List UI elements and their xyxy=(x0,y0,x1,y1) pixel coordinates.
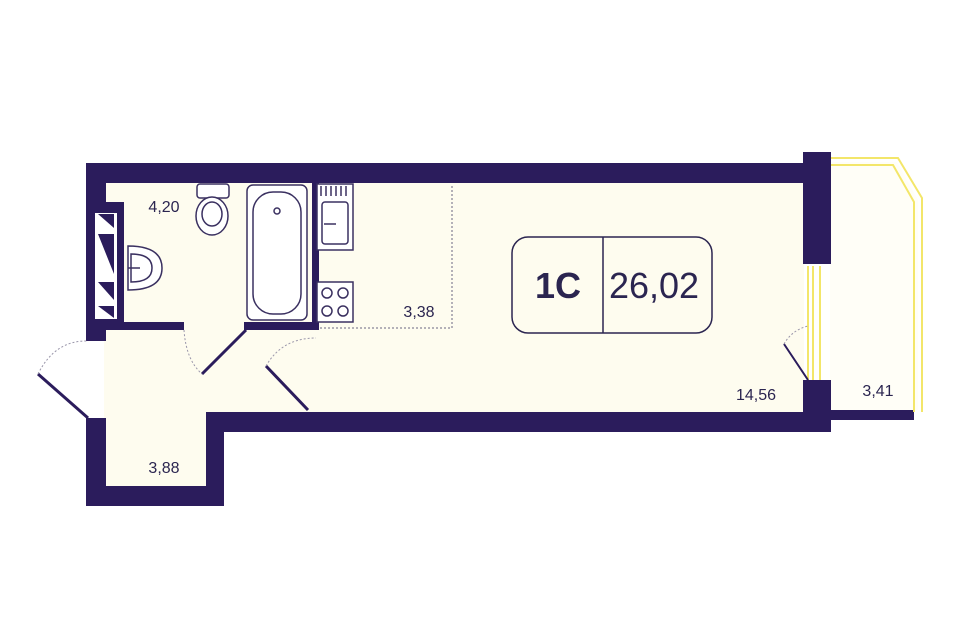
balcony-floor xyxy=(830,162,918,410)
apartment-type: 1C xyxy=(535,265,581,306)
apartment-badge: 1C 26,02 xyxy=(511,236,713,334)
wall-bath-bottom-left xyxy=(104,322,184,330)
walls xyxy=(86,152,914,506)
bathroom-area-label: 4,20 xyxy=(148,199,179,216)
wall-hall-bottom xyxy=(86,486,224,506)
room-door-arc xyxy=(265,337,317,367)
bath-door-arc xyxy=(183,329,203,375)
wall-bottom xyxy=(206,412,830,432)
wall-balcony-bottom xyxy=(828,410,914,420)
kitchen-sink-icon xyxy=(316,183,354,251)
balcony-glazing xyxy=(807,157,923,412)
wall-bath-right xyxy=(312,183,319,330)
stove-icon xyxy=(316,281,354,323)
wall-hall-right xyxy=(206,412,224,506)
sink-icon xyxy=(127,245,163,291)
bathtub-icon xyxy=(246,184,308,321)
balcony-door-arc xyxy=(783,325,809,345)
total-area: 26,02 xyxy=(609,265,699,306)
balcony-area-label: 3,41 xyxy=(862,383,893,400)
entrance-door-leaf xyxy=(37,372,89,420)
wall-right-upper xyxy=(803,152,831,264)
wall-right-lower xyxy=(803,380,831,432)
balcony-door-leaf xyxy=(783,343,809,381)
badge-frame xyxy=(511,236,713,334)
hall-floor xyxy=(104,412,208,486)
wall-left-lower xyxy=(86,418,106,506)
entrance-door-arc xyxy=(37,340,89,375)
living-area-label: 14,56 xyxy=(736,387,776,404)
doors xyxy=(37,325,809,420)
wall-top xyxy=(86,163,806,183)
bath-door-leaf xyxy=(200,328,248,376)
toilet-icon xyxy=(195,183,230,236)
kitchen-zone-outline xyxy=(319,186,453,329)
room-door-leaf xyxy=(264,364,310,412)
wall-bath-bottom-right xyxy=(244,322,318,330)
bath-window xyxy=(93,211,119,321)
kitchen-area-label: 3,38 xyxy=(403,304,434,321)
hall-area-label: 3,88 xyxy=(148,460,179,477)
